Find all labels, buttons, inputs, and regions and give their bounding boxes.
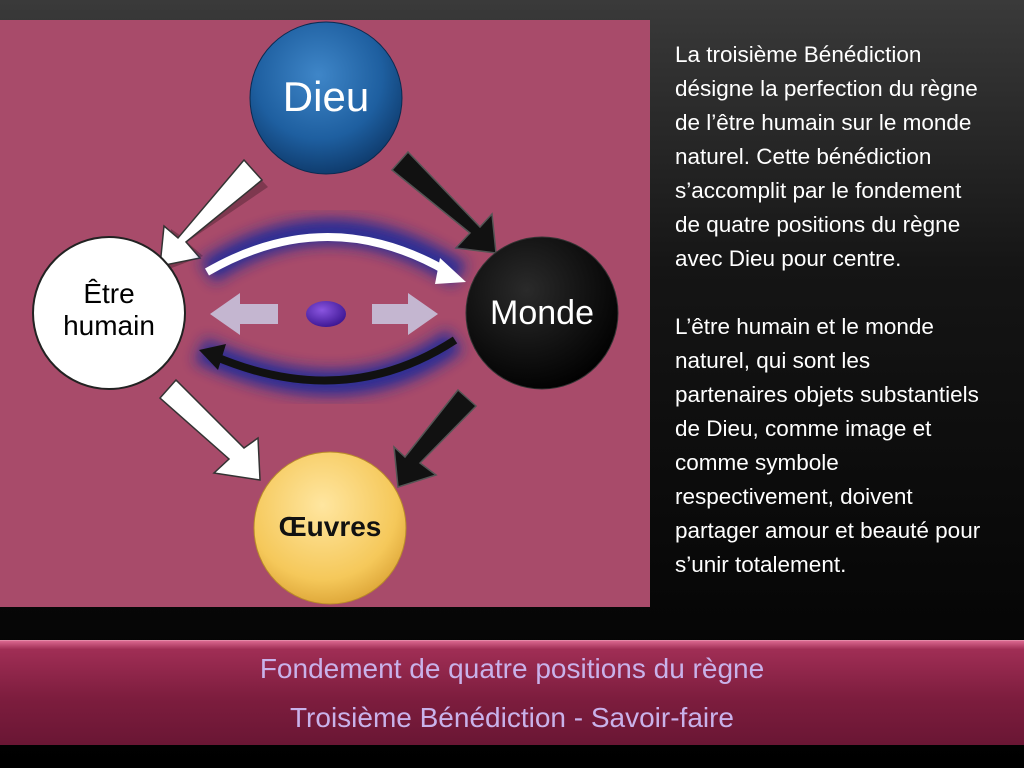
center-arrow-left	[210, 293, 278, 335]
node-world-circle	[465, 236, 619, 390]
curved-arrow-human-to-world	[199, 218, 468, 286]
node-works-circle	[253, 451, 407, 605]
diagram-panel: Dieu Être humain Monde Œuvres	[0, 20, 650, 607]
arrow-god-to-human	[159, 158, 268, 269]
footer-subtitle: Troisième Bénédiction - Savoir-faire	[289, 702, 735, 733]
arrow-world-to-works	[393, 388, 478, 488]
curved-arrow-world-to-human	[194, 329, 463, 396]
node-human-label: Être humain	[63, 278, 155, 342]
node-god-label: Dieu	[282, 73, 370, 120]
description-text: La troisième Bénédiction désigne la perf…	[675, 38, 1015, 616]
node-world-label: Monde	[490, 294, 594, 332]
node-works-label: Œuvres	[278, 511, 382, 542]
node-human-circle	[32, 236, 186, 390]
arrow-god-to-world	[390, 150, 497, 254]
node-god-circle	[249, 21, 403, 175]
center-point	[306, 301, 346, 327]
footer-title: Fondement de quatre positions du règne	[259, 653, 765, 684]
description-paragraph: La troisième Bénédiction désigne la perf…	[675, 42, 978, 271]
footer-band: Fondement de quatre positions du règne T…	[0, 640, 1024, 745]
center-arrow-right	[372, 293, 438, 335]
four-position-diagram	[32, 21, 619, 605]
description-paragraph: L’être humain et le monde naturel, qui s…	[675, 314, 981, 577]
arrow-human-to-works	[158, 378, 261, 481]
